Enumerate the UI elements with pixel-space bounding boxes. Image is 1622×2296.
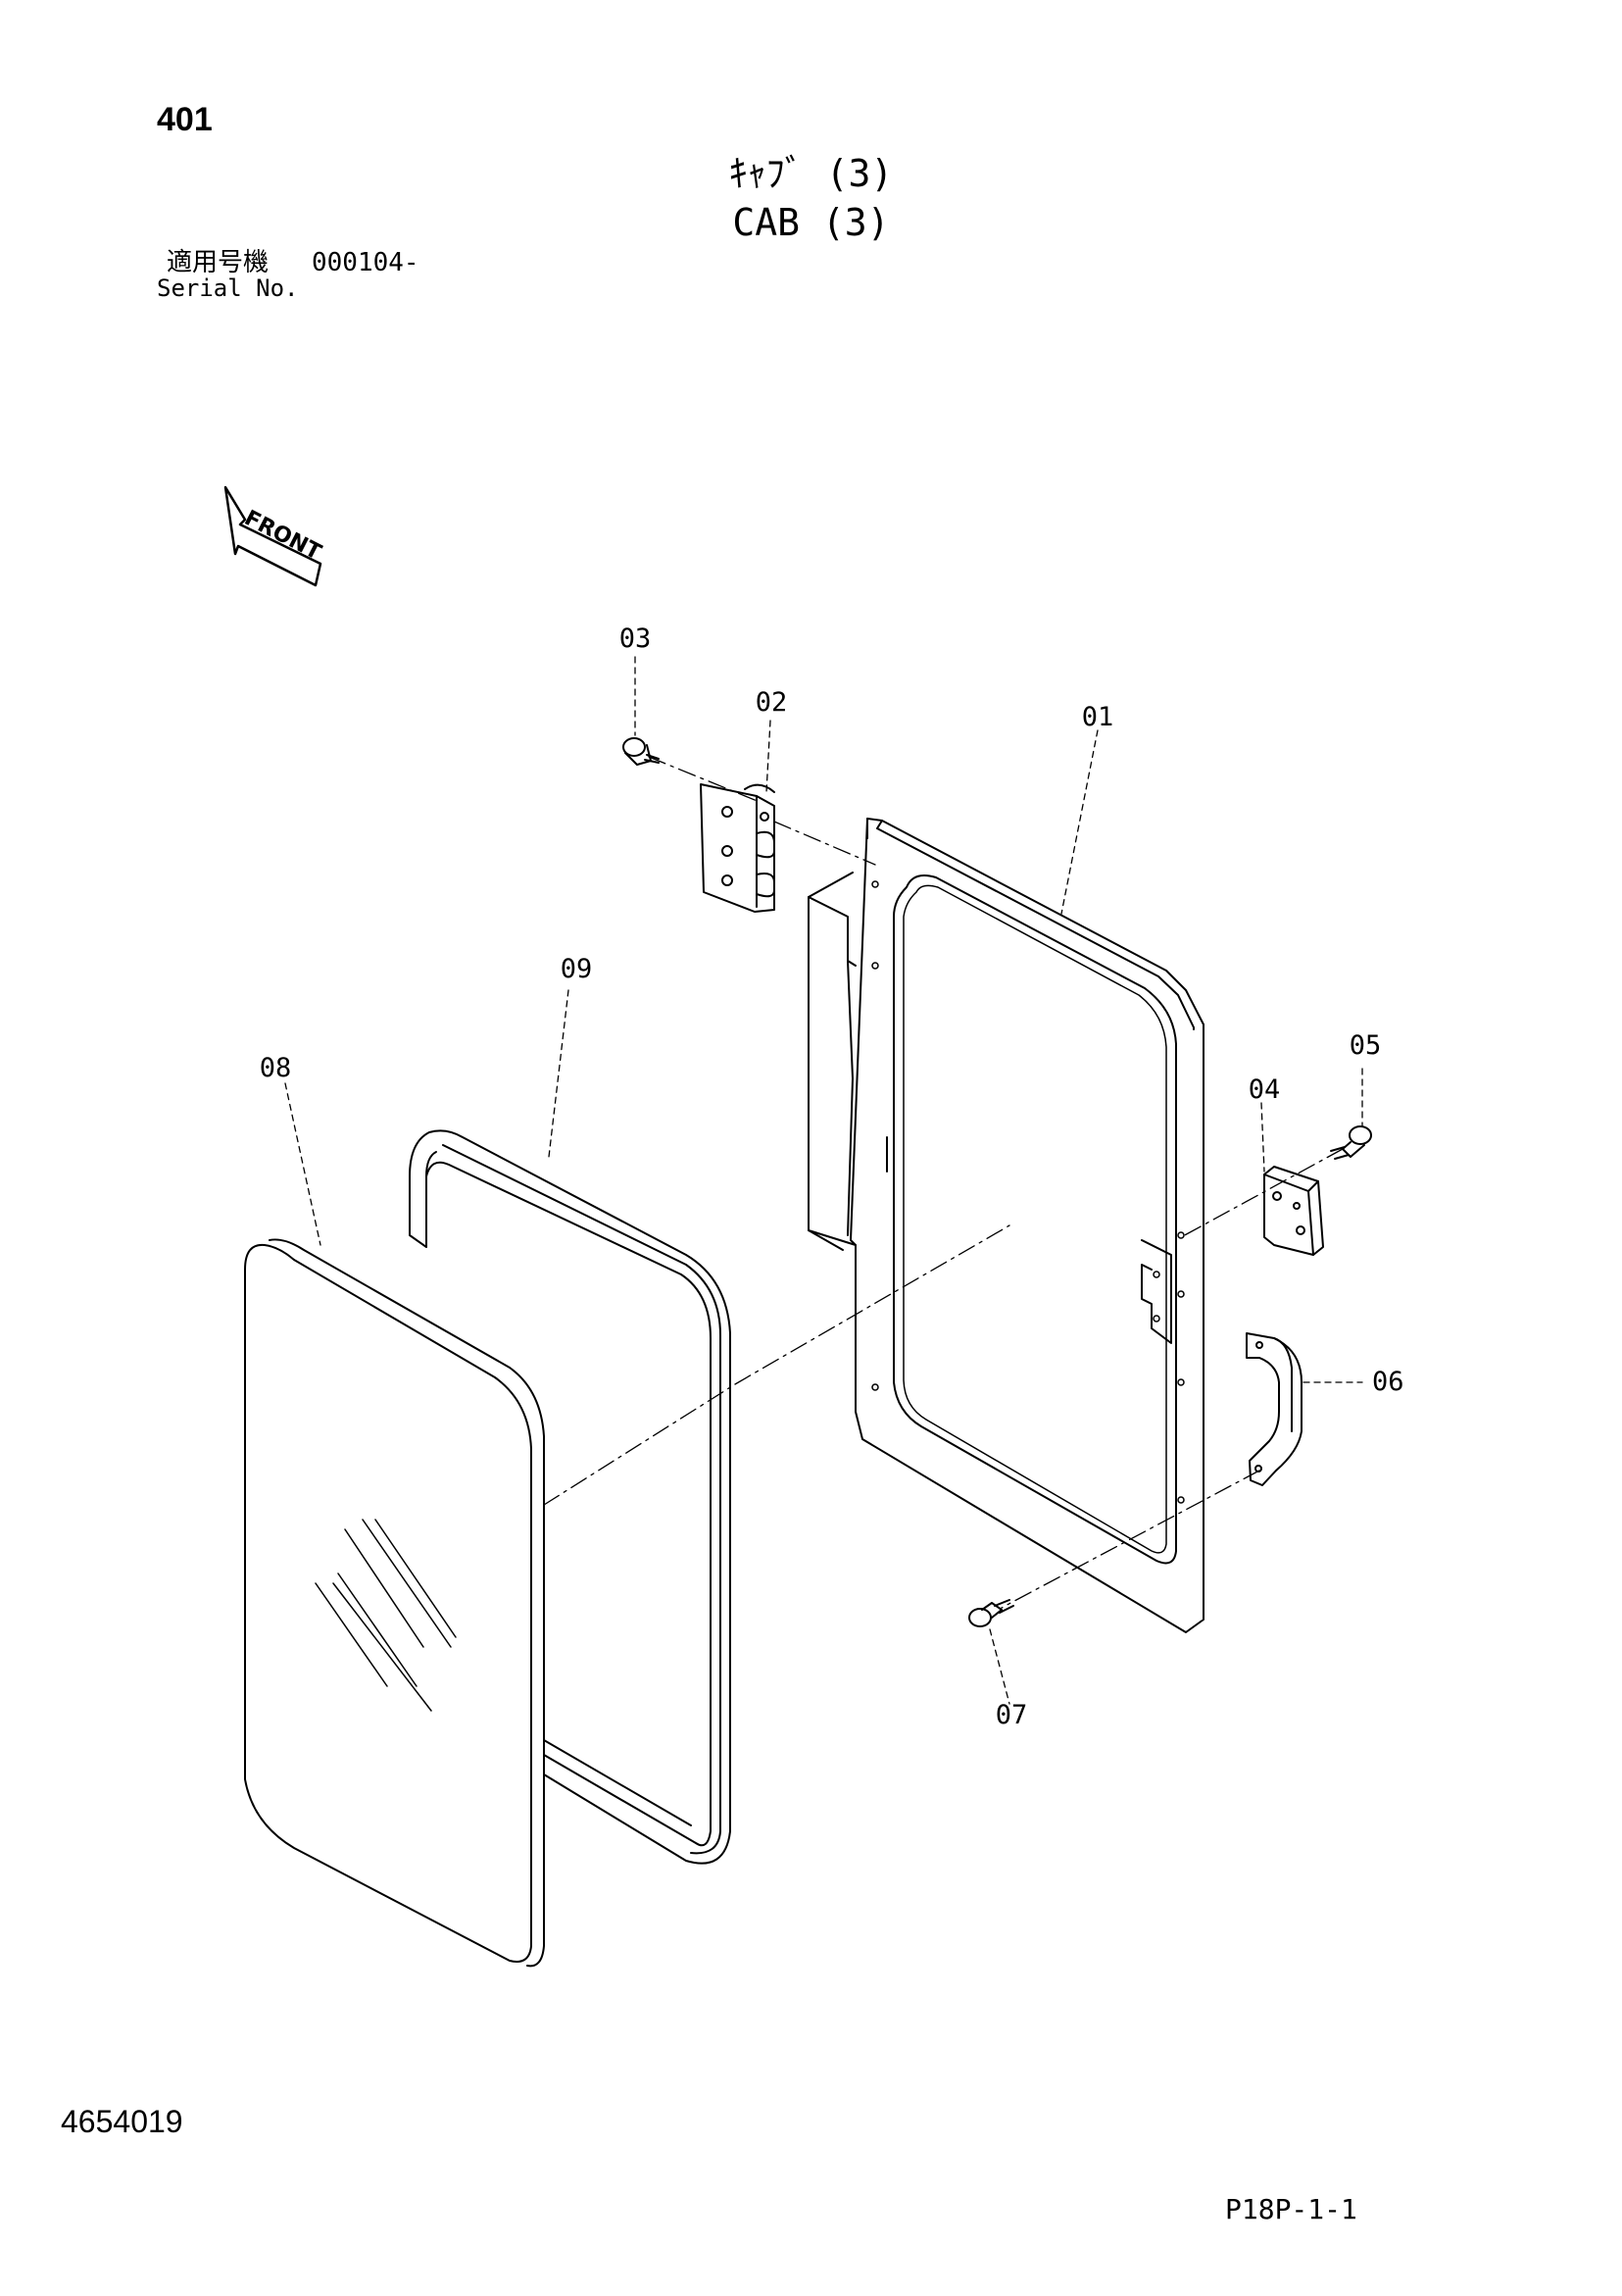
page-number: 401 [157, 101, 213, 138]
latch-part-04 [1263, 1166, 1324, 1256]
callout-04: 04 [1249, 1074, 1281, 1105]
bolt-part-05 [1330, 1125, 1372, 1160]
serial-label-english: Serial No. [157, 275, 299, 302]
door-frame-part-01 [808, 818, 1204, 1633]
document-number: 4654019 [61, 2104, 183, 2139]
callout-02: 02 [756, 687, 788, 718]
bolt-part-03 [622, 737, 660, 766]
callout-08: 08 [260, 1053, 292, 1083]
callout-06: 06 [1372, 1367, 1404, 1397]
bolt-part-07 [968, 1599, 1014, 1627]
weatherstrip-part-09 [409, 1129, 731, 1865]
callout-07: 07 [996, 1700, 1028, 1730]
front-arrow-label: FRONT [240, 506, 324, 565]
serial-label-japanese: 適用号機 [167, 248, 270, 277]
glass-part-08 [244, 1238, 545, 1968]
handle-part-06 [1246, 1332, 1303, 1486]
serial-value: 000104- [312, 248, 419, 277]
title-japanese: ｷｬﾌﾞ (3) [728, 152, 894, 195]
callout-01: 01 [1082, 702, 1114, 732]
hinge-part-02 [700, 783, 775, 913]
callout-09: 09 [561, 954, 593, 984]
callout-03: 03 [619, 624, 652, 654]
callout-05: 05 [1350, 1030, 1382, 1061]
title-english: CAB (3) [732, 201, 890, 244]
front-arrow-icon: FRONT [223, 485, 325, 587]
page-code: P18P-1-1 [1225, 2193, 1357, 2225]
